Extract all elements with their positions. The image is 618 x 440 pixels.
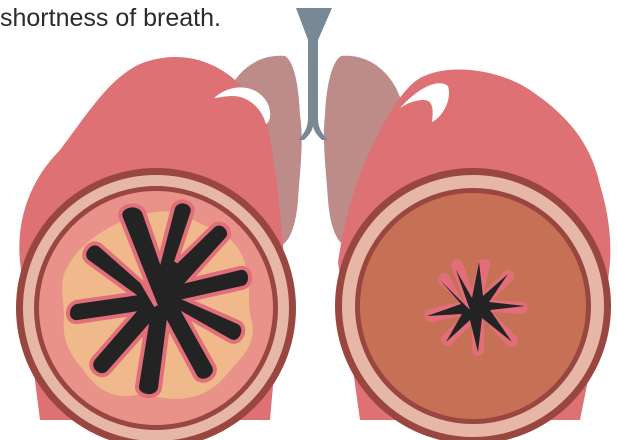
right-cross-section bbox=[335, 168, 611, 440]
left-cross-section bbox=[16, 168, 296, 440]
